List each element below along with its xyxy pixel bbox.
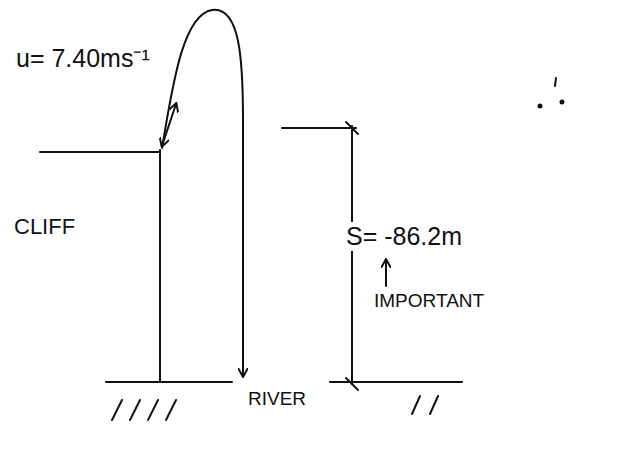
river-label: RIVER	[246, 388, 308, 410]
tick-mark	[346, 378, 358, 390]
ground-line	[106, 381, 232, 383]
reference-level	[282, 127, 356, 129]
displacement-label: S= -86.2m	[344, 222, 464, 251]
velocity-label: u= 7.40ms⁻¹	[14, 44, 152, 73]
note-label: IMPORTANT	[372, 290, 486, 312]
trajectory	[162, 10, 243, 376]
velocity-arrow	[162, 104, 176, 146]
hatch	[430, 396, 438, 414]
hatch	[130, 400, 140, 420]
cliff-top	[40, 151, 160, 153]
stray-mark	[555, 78, 556, 86]
stray-mark	[539, 105, 542, 108]
cliff-face	[159, 150, 161, 382]
hatch	[166, 400, 176, 420]
height-line	[351, 126, 353, 384]
stray-mark	[561, 101, 564, 104]
hatch	[112, 400, 122, 420]
cliff-label: CLIFF	[12, 214, 77, 239]
hatch	[148, 400, 158, 420]
hatch	[412, 396, 420, 414]
pointer-arrow	[385, 260, 387, 286]
